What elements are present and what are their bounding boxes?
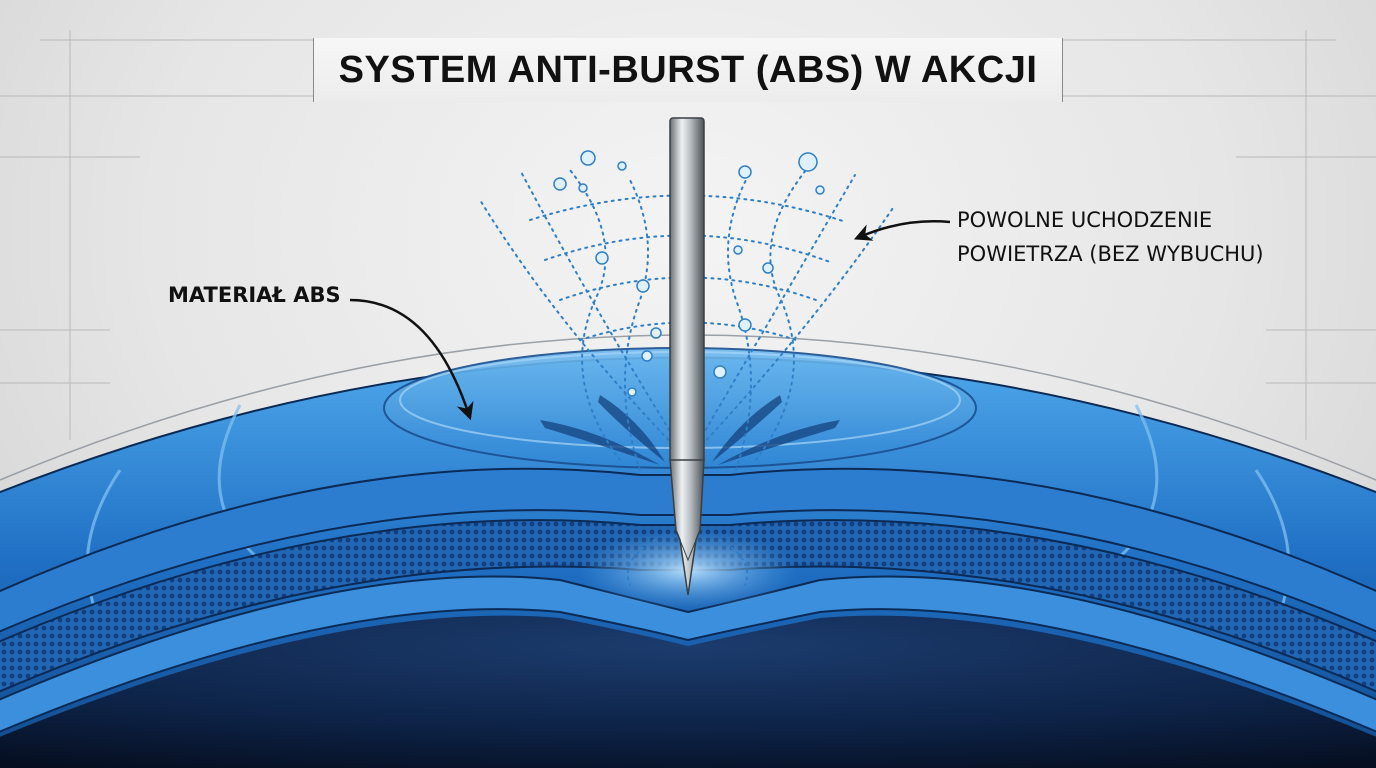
ball-inner-layer: [0, 575, 1376, 733]
label-air-release: POWOLNE UCHODZENIE POWIETRZA (BEZ WYBUCH…: [957, 203, 1264, 271]
ball-wall-outer-layer: [0, 467, 1376, 633]
arrow-icon: [349, 298, 474, 421]
label-air-line2: POWIETRZA (BEZ WYBUCHU): [957, 242, 1264, 266]
page-title: SYSTEM ANTI-BURST (ABS) W AKCJI: [338, 48, 1038, 91]
ball-interior: [0, 615, 1376, 768]
needle-icon: [669, 117, 705, 596]
air-bubbles: [553, 150, 825, 397]
title-box: SYSTEM ANTI-BURST (ABS) W AKCJI: [313, 38, 1063, 102]
label-air-line1: POWOLNE UCHODZENIE: [957, 208, 1213, 232]
arrow-icon: [853, 220, 951, 241]
label-material-abs: MATERIAŁ ABS: [168, 283, 341, 307]
ball-foam-layer: [0, 519, 1376, 693]
